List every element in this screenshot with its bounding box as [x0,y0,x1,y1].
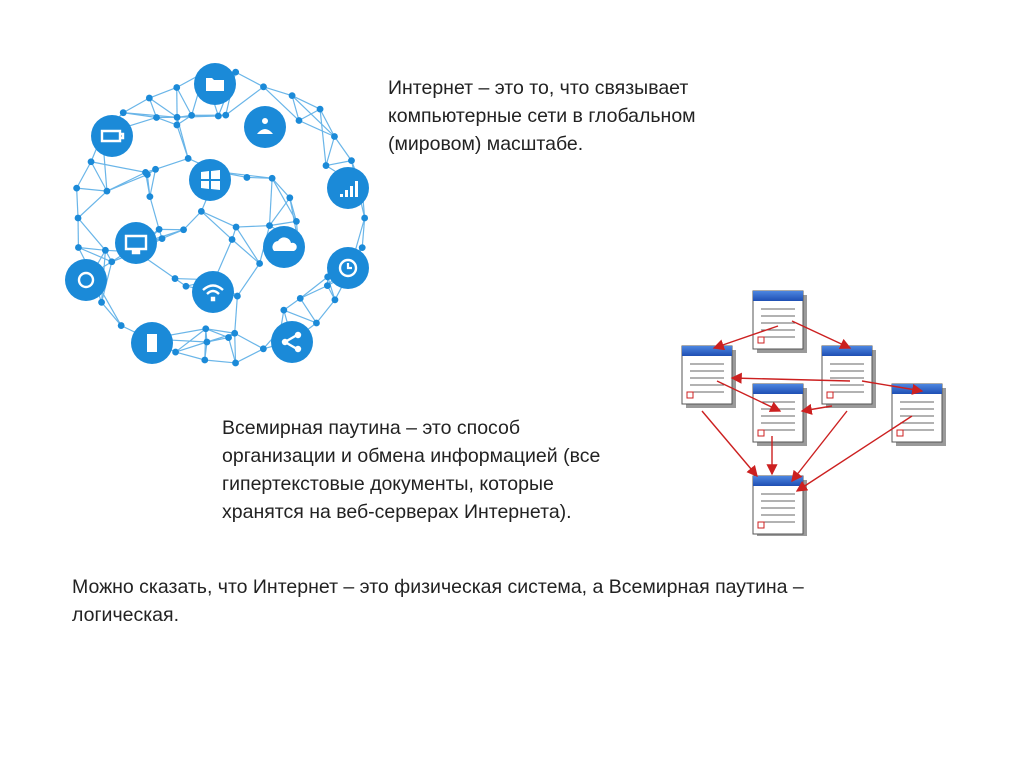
signal-bars-icon [327,167,369,209]
wifi-icon [192,271,234,313]
phone-icon [131,322,173,364]
hyperlink-arrow-icon [800,403,833,415]
folder-icon [194,63,236,105]
monitor-icon [115,222,157,264]
hypertext-web-diagram [681,290,946,536]
internet-definition-line: Интернет – это то, что связывает [388,77,689,99]
document-icon [681,345,736,408]
www-definition-line: хранятся на веб-серверах Интернета). [222,501,572,523]
www-definition-line: гипертекстовые документы, которые [222,473,554,495]
windows-icon [189,159,231,201]
www-definition: Всемирная паутина – это способ организац… [222,414,600,526]
document-icon [821,345,876,408]
hyperlink-arrow-icon [701,410,758,478]
document-icon [891,383,946,446]
battery-icon [91,115,133,157]
hyperlink-arrow-icon [730,372,851,384]
internet-definition-line: компьютерные сети в глобальном [388,105,696,127]
hyperlink-arrow-icon [861,380,924,395]
share-icon [271,321,313,363]
settings-gear-icon [65,259,107,301]
internet-definition: Интернет – это то, что связывает компьют… [388,74,696,158]
www-definition-line: Всемирная паутина – это способ [222,417,521,439]
internet-definition-line: (мировом) масштабе. [388,133,584,155]
summary-line: Можно сказать, что Интернет – это физиче… [72,576,804,598]
clock-icon [327,247,369,289]
document-icon [752,383,807,446]
hyperlink-arrow-icon [795,415,913,492]
cloud-download-icon [263,226,305,268]
hyperlink-arrow-icon [712,325,779,351]
document-icon [752,475,807,536]
summary-line: логическая. [72,604,179,626]
www-definition-line: организации и обмена информацией (все [222,445,601,467]
hyperlink-arrow-icon [791,320,852,349]
network-globe-graphic [65,63,369,367]
summary-text: Можно сказать, что Интернет – это физиче… [72,573,804,629]
hyperlink-arrow-icon [791,410,848,483]
hyperlink-arrow-icon [716,380,782,412]
document-icon [752,290,807,353]
users-icon [244,106,286,148]
